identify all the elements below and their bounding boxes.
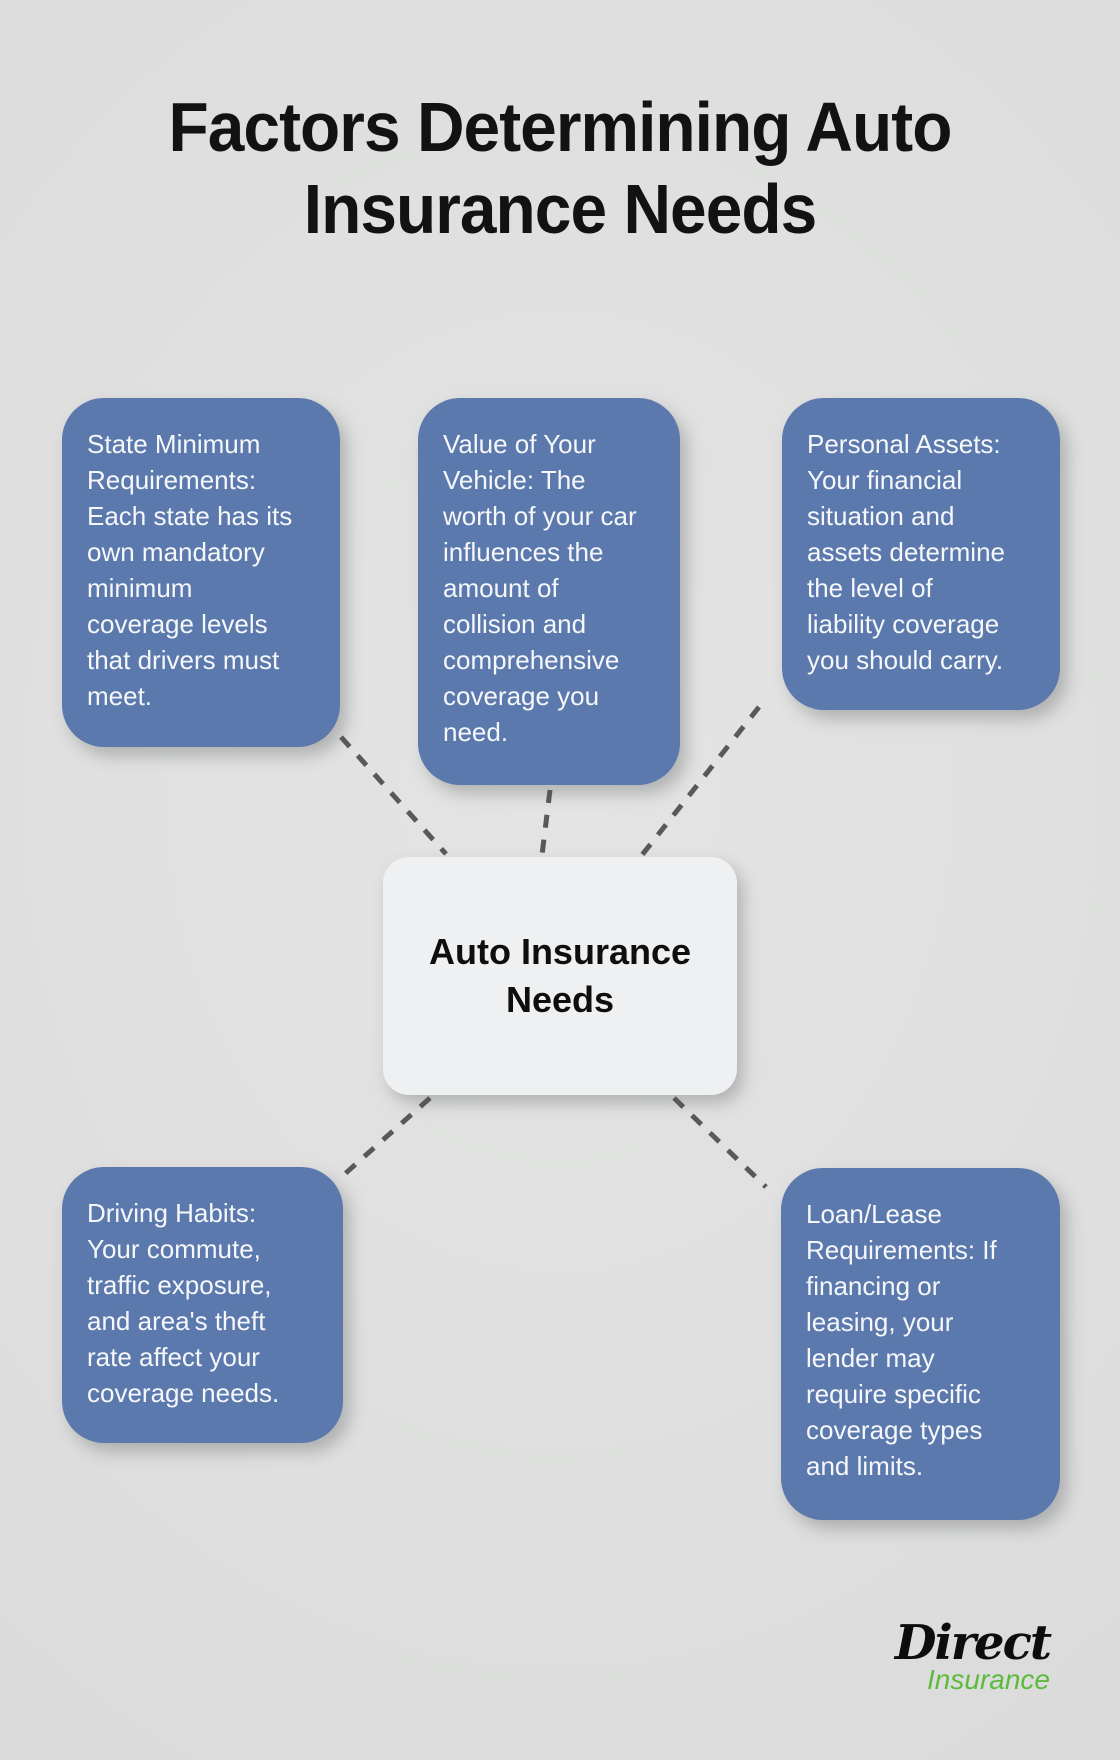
brand-logo: Direct Insurance: [894, 1615, 1052, 1695]
center-node-label: Auto Insurance Needs: [428, 931, 692, 1020]
node-driving-habits-text: Driving Habits: Your commute, traffic ex…: [87, 1198, 280, 1408]
connector-vehicle-value: [539, 789, 553, 856]
node-state-minimum-requirements: State Minimum Requirements: Each state h…: [62, 398, 340, 747]
connector-driving-habits: [336, 1096, 432, 1182]
node-value-of-vehicle-text: Value of Your Vehicle: The worth of your…: [443, 429, 637, 747]
page-title: Factors Determining Auto Insurance Needs: [168, 88, 953, 248]
node-loan-lease-requirements: Loan/Lease Requirements: If financing or…: [781, 1168, 1060, 1520]
logo-direct-wordmark: Direct: [894, 1615, 1052, 1671]
center-node-auto-insurance-needs: Auto Insurance Needs: [383, 857, 737, 1095]
connector-loan-lease: [672, 1096, 768, 1189]
node-personal-assets-text: Personal Assets: Your financial situatio…: [807, 429, 1005, 675]
node-state-minimum-requirements-text: State Minimum Requirements: Each state h…: [87, 429, 293, 711]
node-driving-habits: Driving Habits: Your commute, traffic ex…: [62, 1167, 343, 1443]
node-value-of-vehicle: Value of Your Vehicle: The worth of your…: [418, 398, 680, 785]
node-personal-assets: Personal Assets: Your financial situatio…: [782, 398, 1060, 710]
logo-insurance-wordmark: Insurance: [927, 1664, 1050, 1695]
connector-state-minimum: [339, 735, 448, 856]
connector-personal-assets: [640, 705, 761, 857]
node-loan-lease-requirements-text: Loan/Lease Requirements: If financing or…: [806, 1199, 997, 1481]
